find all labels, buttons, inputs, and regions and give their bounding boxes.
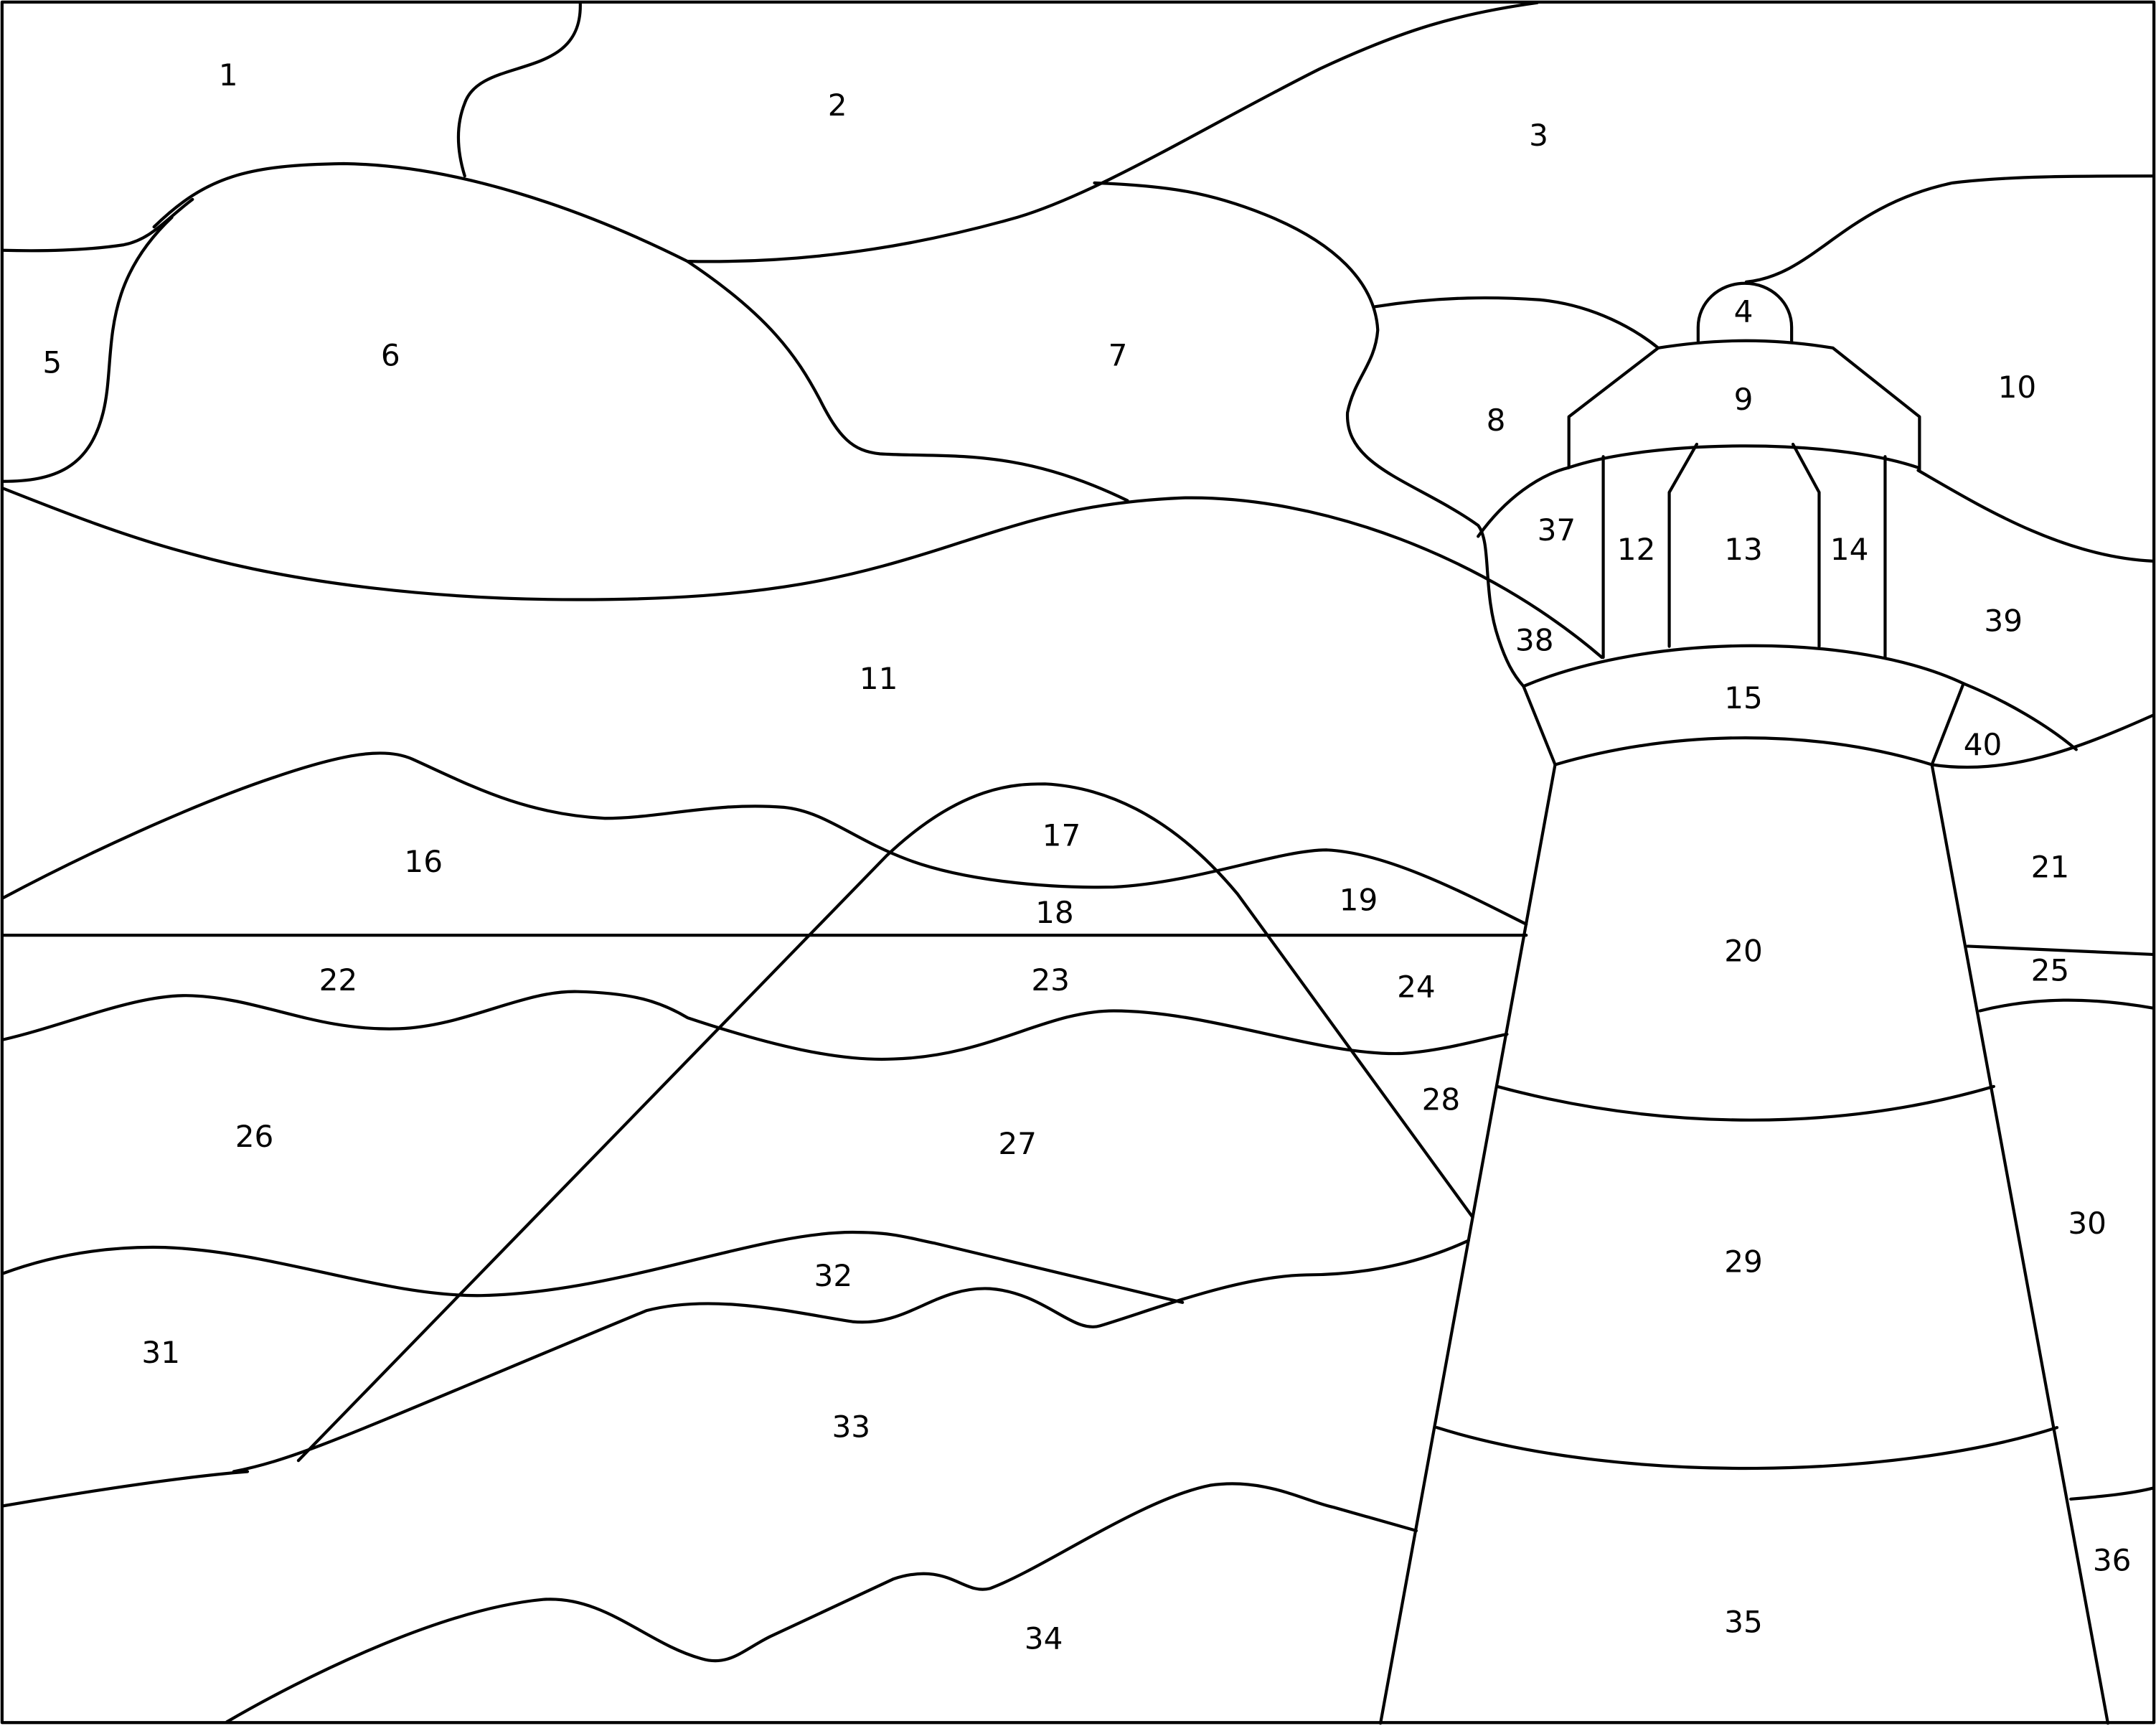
line-5-6: [1, 215, 174, 483]
cloud-6-top: [152, 161, 1129, 502]
line-10-39: [1916, 469, 2155, 563]
tower-band-2: [1435, 1426, 2059, 1471]
region-label-5: 5: [42, 344, 62, 380]
region-label-7: 7: [1108, 338, 1128, 373]
line-39-21: [1962, 682, 2078, 751]
region-label-8: 8: [1487, 403, 1506, 438]
line-16-top: [1, 751, 1528, 926]
region-label-15: 15: [1724, 680, 1763, 716]
gallery-band-top: [1522, 644, 1965, 688]
region-label-16: 16: [404, 844, 443, 879]
region-label-2: 2: [828, 88, 847, 123]
line-32-33: [232, 1239, 1470, 1473]
line-31-33: [1, 1470, 250, 1508]
line-25-30: [1978, 998, 2155, 1013]
region-label-27: 27: [998, 1126, 1037, 1161]
line-26-31: [1, 1230, 1185, 1304]
region-label-36: 36: [2093, 1542, 2132, 1577]
line-1-2: [456, 1, 582, 178]
region-label-26: 26: [235, 1119, 274, 1154]
region-label-18: 18: [1035, 895, 1074, 930]
region-label-17: 17: [1042, 818, 1081, 853]
region-label-3: 3: [1529, 118, 1548, 153]
region-label-10: 10: [1998, 370, 2037, 405]
line-3-7-8: [1093, 181, 1525, 688]
region-label-32: 32: [814, 1258, 853, 1293]
region-label-4: 4: [1734, 294, 1753, 329]
region-label-38: 38: [1515, 622, 1554, 657]
tower-right: [1930, 763, 2110, 1725]
region-label-19: 19: [1340, 883, 1378, 918]
region-label-28: 28: [1422, 1082, 1461, 1117]
line-22-26: [1, 990, 1509, 1061]
line-2-3-7: [686, 1, 1539, 263]
region-label-30: 30: [2068, 1206, 2106, 1241]
gallery-sides: [1522, 682, 1965, 766]
line-11-top: [1, 487, 1604, 660]
region-label-24: 24: [1397, 969, 1436, 1004]
line-3-10: [1744, 174, 2155, 283]
region-label-9: 9: [1734, 382, 1753, 417]
line-37-arc: [1477, 466, 1571, 538]
sail-line: [296, 782, 1474, 1463]
region-label-37: 37: [1538, 512, 1576, 548]
line-21-25: [1966, 944, 2155, 957]
region-label-29: 29: [1724, 1244, 1763, 1280]
region-label-1: 1: [219, 57, 238, 93]
line-30-36: [2069, 1486, 2155, 1501]
region-label-14: 14: [1830, 532, 1869, 567]
lamp-dome: [1696, 281, 1794, 343]
region-label-39: 39: [1984, 604, 2023, 639]
region-label-31: 31: [141, 1335, 180, 1370]
tower-band-1: [1495, 1084, 1995, 1122]
region-label-35: 35: [1724, 1605, 1763, 1640]
region-label-20: 20: [1724, 934, 1763, 969]
tower-left: [1379, 763, 1557, 1725]
region-label-6: 6: [381, 338, 400, 373]
region-label-33: 33: [832, 1410, 870, 1445]
gallery-band-bottom: [1553, 736, 1934, 766]
region-label-11: 11: [860, 661, 898, 696]
region-label-40: 40: [1964, 727, 2002, 762]
region-label-34: 34: [1025, 1621, 1063, 1656]
line-40-21: [1930, 713, 2155, 769]
line-8-3: [1373, 296, 1660, 350]
region-label-23: 23: [1031, 962, 1070, 998]
region-label-22: 22: [319, 962, 358, 998]
lantern-windows: [1601, 442, 1887, 660]
line-33-34: [225, 1482, 1418, 1724]
region-label-12: 12: [1617, 532, 1656, 567]
region-label-21: 21: [2031, 850, 2070, 885]
lantern-roof: [1567, 339, 1921, 472]
gallery-top-arc: [1567, 444, 1920, 469]
region-label-25: 25: [2031, 952, 2070, 988]
region-label-13: 13: [1724, 532, 1763, 567]
